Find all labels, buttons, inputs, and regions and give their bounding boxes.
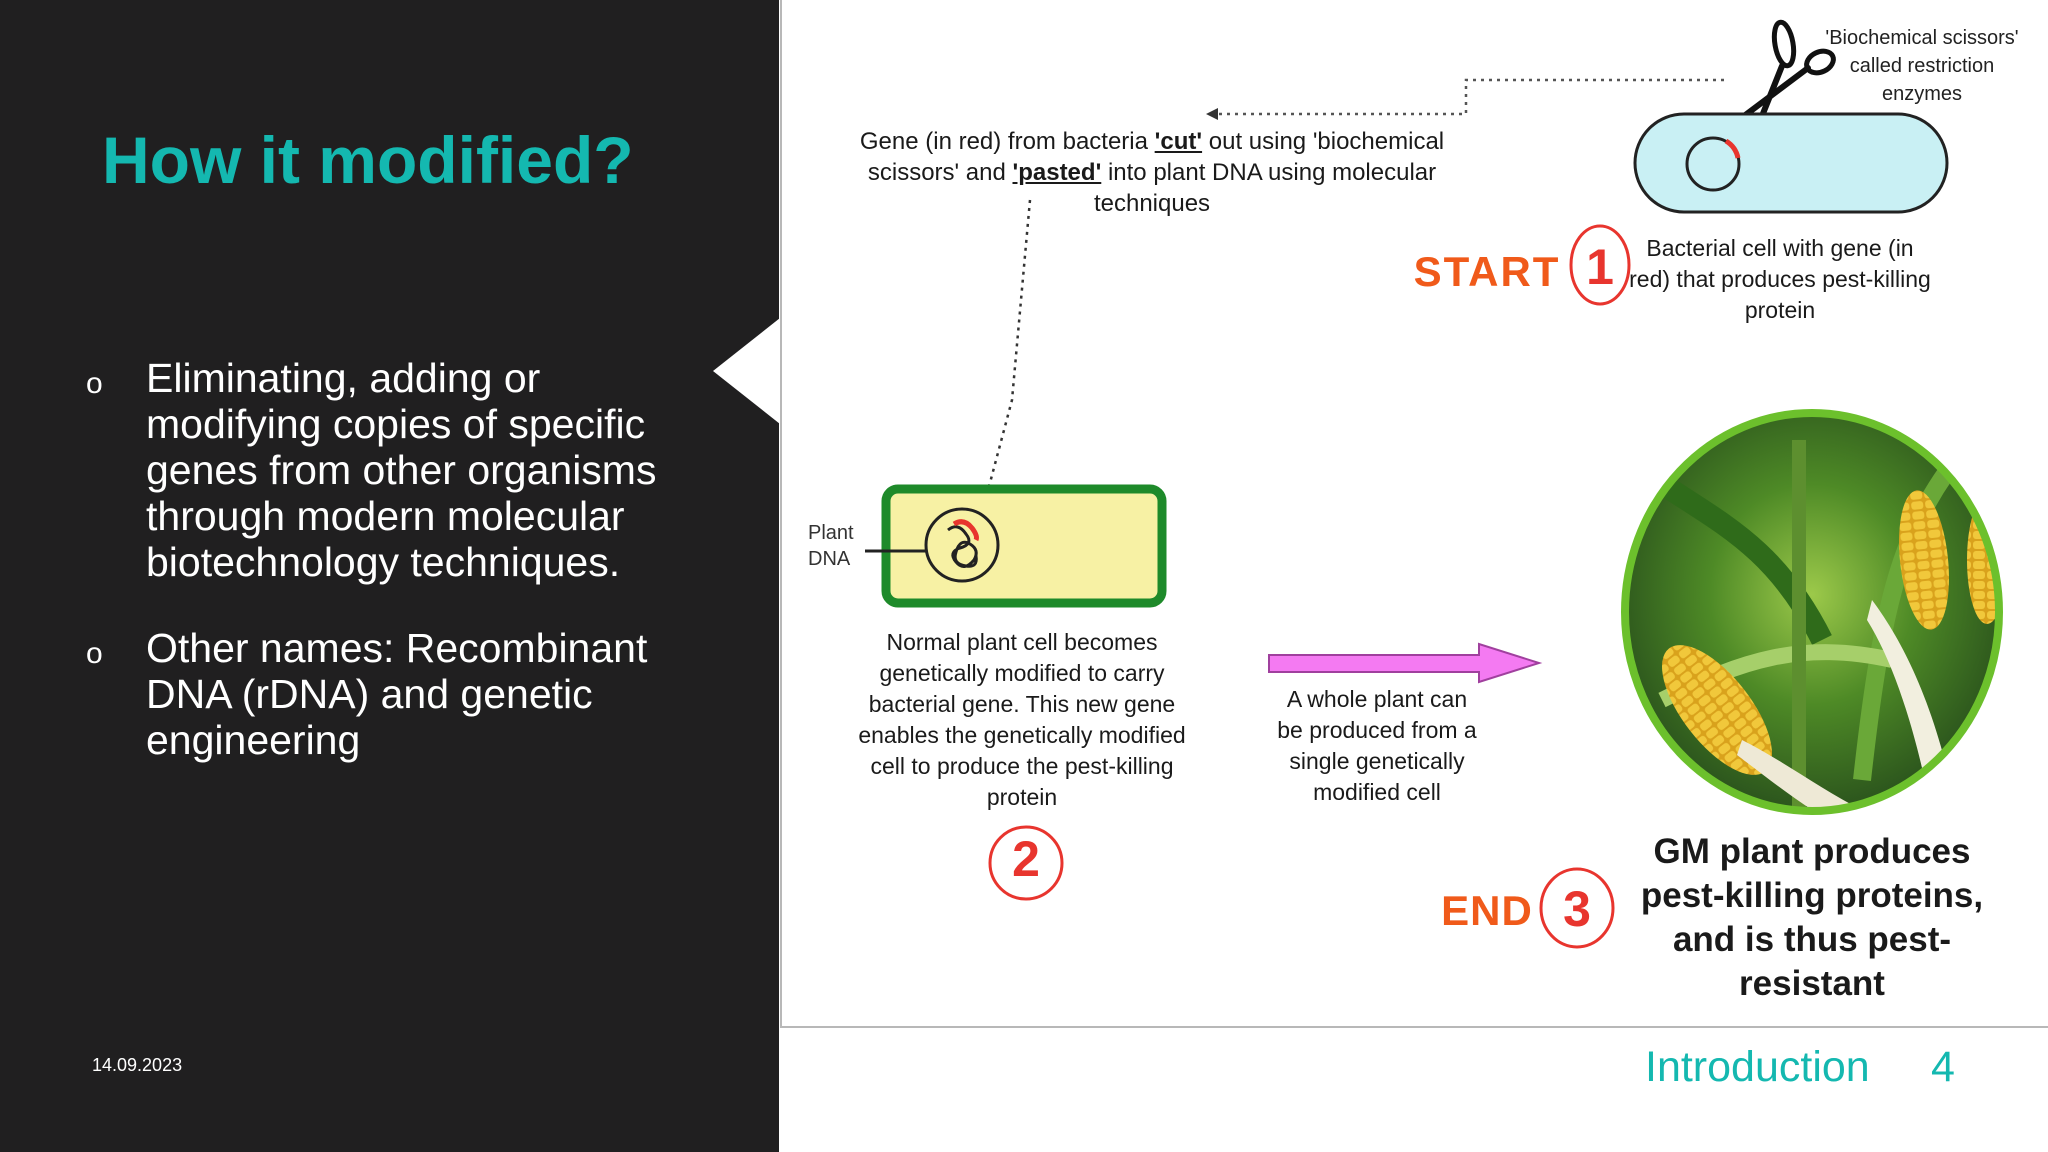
gm-plant-description: GM plant produces pest-killing proteins,… xyxy=(1640,832,1984,1003)
start-label: START xyxy=(1413,248,1561,295)
bullet-list: o Eliminating, adding or modifying copie… xyxy=(86,355,686,803)
panel-notch-pointer xyxy=(713,318,780,424)
scissors-label: 'Biochemical scissors' called restrictio… xyxy=(1825,27,2019,105)
plant-dna-label: Plant DNA xyxy=(808,522,854,570)
process-arrow-icon xyxy=(1268,642,1543,684)
bullet-marker-icon: o xyxy=(86,367,103,400)
gene-cut-description: Gene (in red) from bacteria 'cut' out us… xyxy=(859,128,1445,217)
slide-page-number: 4 xyxy=(1931,1043,1955,1091)
gm-corn-plant-photo xyxy=(1621,409,2003,815)
bacterial-cell xyxy=(1633,112,1949,214)
step-3-number: 3 xyxy=(1563,881,1591,937)
end-label: END xyxy=(1441,887,1533,934)
bacterial-cell-description: Bacterial cell with gene (in red) that p… xyxy=(1629,235,1931,323)
bullet-item: o Eliminating, adding or modifying copie… xyxy=(86,355,686,585)
slide-date: 14.09.2023 xyxy=(92,1055,183,1075)
step-3-marker xyxy=(1539,867,1615,949)
plant-cell xyxy=(865,484,1167,608)
bullet-text: Other names: Recombinant DNA (rDNA) and … xyxy=(146,625,648,763)
bullet-text: Eliminating, adding or modifying copies … xyxy=(146,355,657,585)
step-1-marker xyxy=(1569,224,1631,306)
step-1-number: 1 xyxy=(1586,239,1614,295)
normal-plant-cell-description: Normal plant cell becomes genetically mo… xyxy=(858,629,1186,810)
footer-section-label: Introduction xyxy=(1645,1043,1870,1091)
bullet-item: o Other names: Recombinant DNA (rDNA) an… xyxy=(86,625,686,763)
left-panel: How it modified? o Eliminating, adding o… xyxy=(0,0,779,1152)
slide-title: How it modified? xyxy=(102,123,634,197)
gm-process-diagram: 'Biochemical scissors' called restrictio… xyxy=(780,0,2048,1028)
step-2-marker xyxy=(988,825,1064,901)
step-2-number: 2 xyxy=(1012,831,1040,887)
whole-plant-description: A whole plant can be produced from a sin… xyxy=(1277,686,1477,805)
bullet-marker-icon: o xyxy=(86,637,103,670)
